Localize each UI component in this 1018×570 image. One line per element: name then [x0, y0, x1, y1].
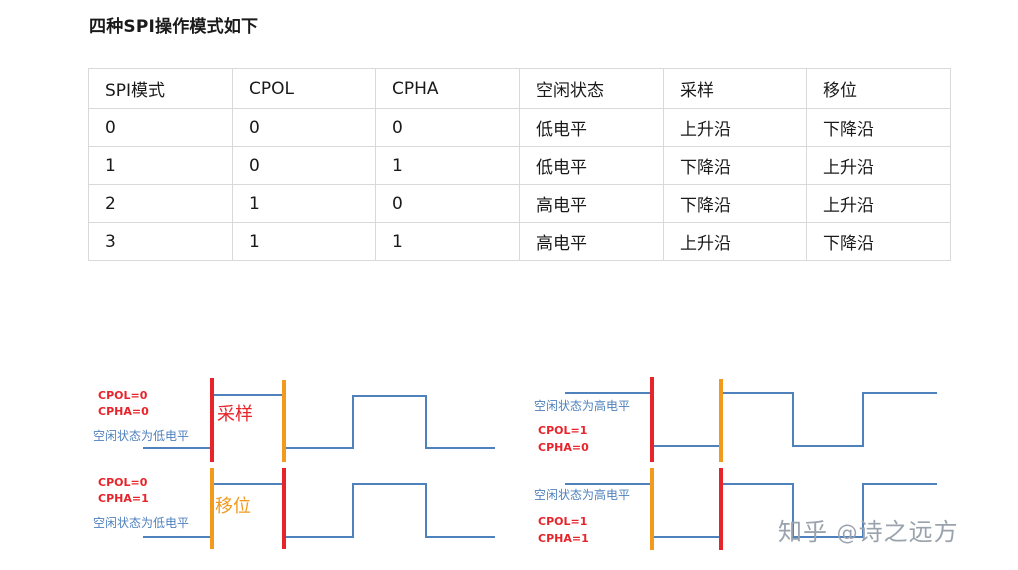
table-cell: 上升沿: [806, 184, 951, 223]
mode3-cpol-label: CPOL=1: [538, 515, 587, 528]
table-cell: 1: [375, 146, 520, 185]
mode3-cpha-label: CPHA=1: [538, 532, 589, 545]
table-cell: 低电平: [519, 108, 664, 147]
header-spi-mode: SPI模式: [88, 68, 233, 109]
mode0-timing: CPOL=0 CPHA=0 空闲状态为低电平 采样: [93, 378, 495, 462]
table-cell: 1: [232, 222, 376, 261]
header-idle-state: 空闲状态: [519, 68, 664, 109]
mode1-idle-label: 空闲状态为低电平: [93, 516, 189, 530]
mode2-cpha-label: CPHA=0: [538, 441, 589, 454]
mode1-shift-label: 移位: [215, 496, 251, 517]
table-cell: 下降沿: [806, 222, 951, 261]
table-cell: 3: [88, 222, 233, 261]
table-cell: 下降沿: [806, 108, 951, 147]
mode2-cpol-label: CPOL=1: [538, 424, 587, 437]
mode1-clock-waveform: [143, 483, 495, 538]
page-heading: 四种SPI操作模式如下: [89, 17, 259, 37]
header-cpha: CPHA: [375, 68, 520, 109]
mode1-timing: CPOL=0 CPHA=1 空闲状态为低电平 移位: [93, 468, 495, 549]
zhihu-watermark: 知乎 @诗之远方: [778, 512, 959, 547]
mode0-idle-label: 空闲状态为低电平: [93, 429, 189, 443]
header-cpol: CPOL: [232, 68, 376, 109]
spi-mode-table: SPI模式 CPOL CPHA 空闲状态 采样 移位 0 0 0 低电平 上升沿…: [88, 68, 951, 261]
watermark-site: 知乎: [778, 518, 828, 546]
table-row: 3 1 1 高电平 上升沿 下降沿: [88, 222, 951, 261]
watermark-author: 诗之远方: [858, 518, 959, 546]
table-cell: 0: [232, 108, 376, 147]
table-cell: 高电平: [519, 222, 664, 261]
table-cell: 0: [88, 108, 233, 147]
header-sample: 采样: [663, 68, 807, 109]
mode0-clock-waveform: [143, 394, 495, 449]
mode0-cpha-label: CPHA=0: [98, 405, 149, 418]
table-row: 1 0 1 低电平 下降沿 上升沿: [88, 146, 951, 185]
mode1-cpha-label: CPHA=1: [98, 492, 149, 505]
table-cell: 下降沿: [663, 146, 807, 185]
table-row: 2 1 0 高电平 下降沿 上升沿: [88, 184, 951, 223]
table-header-row: SPI模式 CPOL CPHA 空闲状态 采样 移位: [88, 68, 951, 109]
table-cell: 上升沿: [806, 146, 951, 185]
mode3-timing: 空闲状态为高电平 CPOL=1 CPHA=1: [534, 468, 937, 550]
table-cell: 1: [232, 184, 376, 223]
table-cell: 上升沿: [663, 222, 807, 261]
mode3-idle-label: 空闲状态为高电平: [534, 487, 630, 502]
watermark-at: @: [836, 521, 859, 545]
mode1-cpol-label: CPOL=0: [98, 476, 148, 489]
mode2-timing: 空闲状态为高电平 CPOL=1 CPHA=0: [534, 377, 937, 462]
table-cell: 2: [88, 184, 233, 223]
mode2-idle-label: 空闲状态为高电平: [534, 398, 630, 413]
table-cell: 上升沿: [663, 108, 807, 147]
mode0-sample-label: 采样: [217, 404, 253, 425]
table-cell: 高电平: [519, 184, 664, 223]
mode0-cpol-label: CPOL=0: [98, 389, 148, 402]
table-row: 0 0 0 低电平 上升沿 下降沿: [88, 108, 951, 147]
table-cell: 0: [232, 146, 376, 185]
